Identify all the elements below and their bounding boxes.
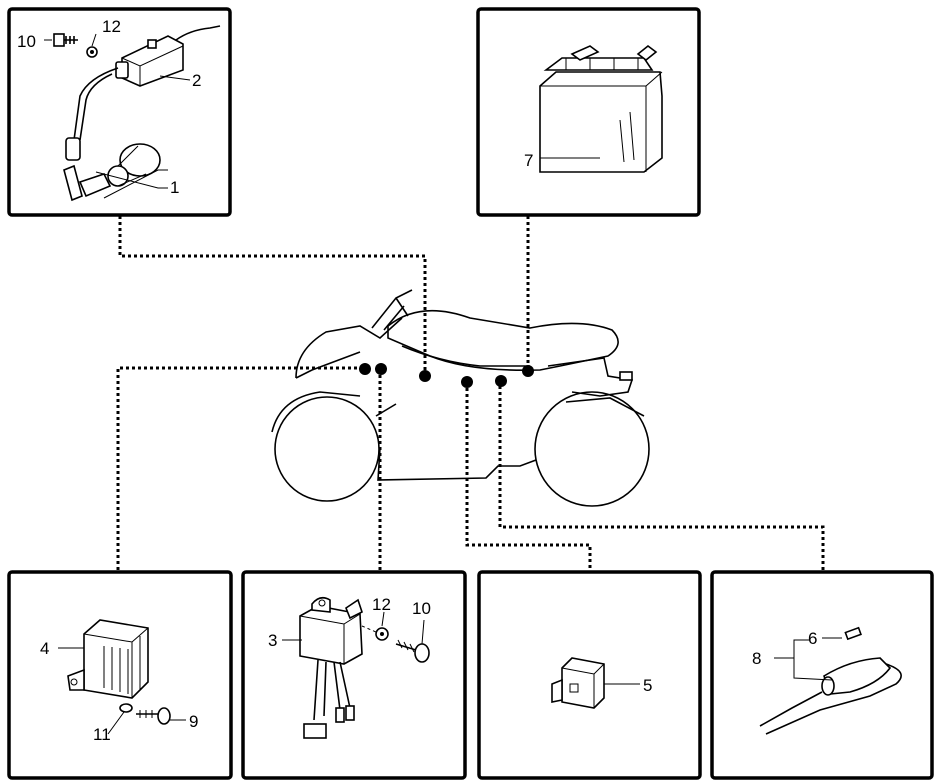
location-point-fuse — [495, 375, 507, 387]
callout-1: 1 — [170, 178, 179, 197]
panel-fuse: 8 6 — [710, 570, 934, 780]
location-point-cdi — [375, 363, 387, 375]
callout-11: 11 — [93, 725, 111, 744]
panel-regulator-rectifier: 4 11 9 — [7, 570, 233, 780]
location-point-ignition-coil — [419, 370, 431, 382]
leader-relay — [465, 382, 592, 570]
location-point-relay — [461, 376, 473, 388]
callout-8: 8 — [752, 649, 761, 668]
location-point-regulator — [359, 363, 371, 375]
leader-ignition-coil — [118, 216, 427, 375]
callout-9: 9 — [189, 712, 198, 731]
location-point-battery — [522, 365, 534, 377]
callout-3: 3 — [268, 631, 277, 650]
callout-4: 4 — [40, 639, 49, 658]
callout-6: 6 — [808, 629, 817, 648]
callout-12-bottom: 12 — [372, 595, 391, 614]
callout-12-top: 12 — [102, 17, 121, 36]
leader-fuse — [498, 380, 825, 570]
panel-cdi-unit: 3 12 10 — [241, 570, 467, 780]
panel-starter-relay: 5 — [477, 570, 702, 780]
callout-10-bottom: 10 — [412, 599, 431, 618]
callout-7: 7 — [524, 151, 533, 170]
callout-2: 2 — [192, 71, 201, 90]
panel-battery: 7 — [476, 7, 701, 217]
callout-5: 5 — [643, 676, 652, 695]
leader-lines — [116, 216, 825, 570]
callout-10-top: 10 — [17, 32, 36, 51]
atv-silhouette — [271, 289, 650, 507]
panel-ignition-coil: 1 2 10 12 — [7, 7, 232, 217]
leader-regulator — [116, 366, 365, 570]
